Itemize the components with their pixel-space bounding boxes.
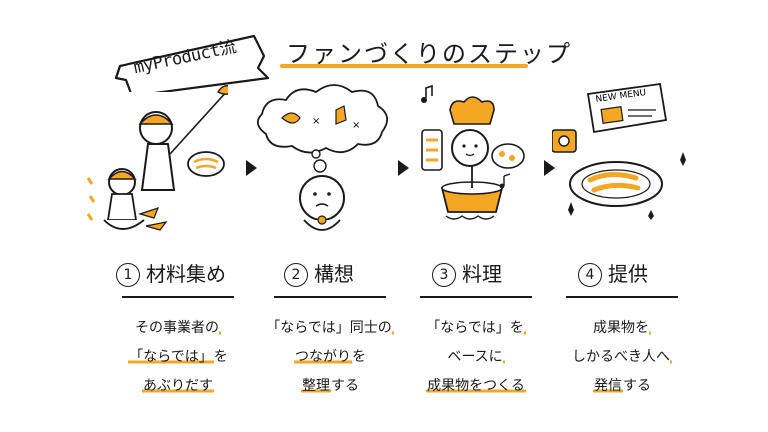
gathering-illustration: [86, 85, 228, 231]
thinking-illustration: × ×: [256, 84, 388, 231]
svg-text:×: ×: [352, 120, 360, 131]
step-4-number: 4: [578, 263, 602, 287]
arrow-icon: [246, 160, 257, 176]
step-1-number: 1: [116, 263, 140, 287]
step-3-number: 3: [432, 263, 456, 287]
step-3-divider: [420, 296, 532, 298]
step-1-divider: [122, 296, 234, 298]
step-1-description: その事業者の 「ならでは」を あぶりだす: [128, 320, 228, 394]
arrow-icon: [398, 160, 409, 176]
page-title: ファンづくりのステップ: [286, 40, 572, 68]
step-2-number: 2: [284, 263, 308, 287]
serving-illustration: NEW MENU: [552, 82, 686, 220]
svg-text:×: ×: [312, 116, 320, 127]
cooking-illustration: [421, 84, 525, 220]
step-3-description: 「ならでは」を ベースに 成果物をつくる: [426, 320, 526, 394]
title-underline: [280, 64, 528, 68]
banner-ribbon: [114, 34, 270, 92]
step-4-description: 成果物を しかるべき人へ 発信する: [572, 320, 672, 394]
step-2-description: 「ならでは」同士の つながりを 整理する: [266, 320, 394, 394]
step-2-divider: [274, 296, 386, 298]
arrow-icon: [544, 160, 555, 176]
step-4-divider: [566, 296, 678, 298]
